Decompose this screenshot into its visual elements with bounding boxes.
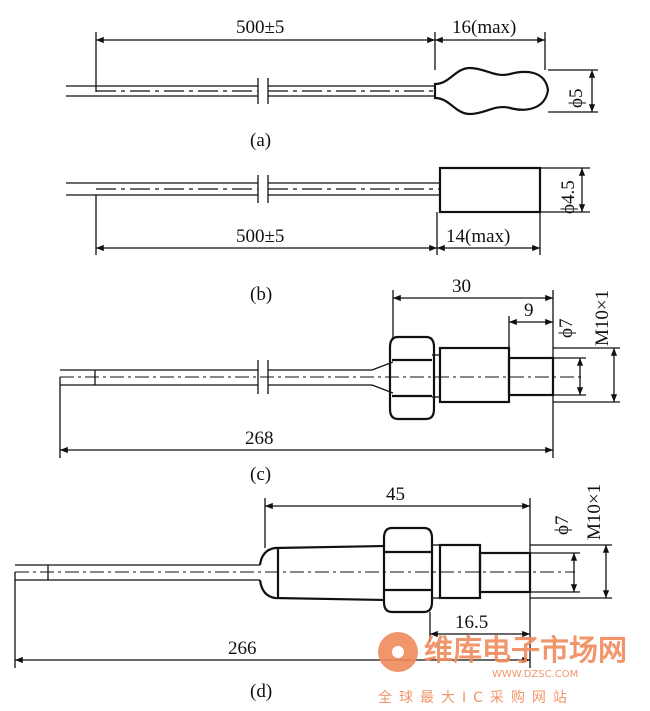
fitting-dim: 30 <box>452 276 471 297</box>
overall-dim: 266 <box>228 638 257 659</box>
tip-dim: 9 <box>524 300 534 321</box>
figure-label: (b) <box>250 284 272 305</box>
watermark-url: WWW.DZSC.COM <box>492 669 578 680</box>
diameter-label: ϕ4.5 <box>558 180 579 214</box>
diameter-label: ϕ7 <box>552 515 573 535</box>
overall-dim: 268 <box>245 428 274 449</box>
bulb-head <box>433 66 550 116</box>
hex-nut <box>388 335 436 421</box>
thread-label: M10×1 <box>592 290 613 346</box>
figure-d: 45 ϕ7 M10×1 16.5 266 (d) <box>14 484 612 702</box>
fitting-dim: 45 <box>386 484 405 505</box>
diameter-label: ϕ7 <box>556 318 577 338</box>
head-dim: 14(max) <box>446 226 510 247</box>
probe-sheath <box>258 544 386 602</box>
figure-label: (a) <box>250 130 271 151</box>
length-dim: 500±5 <box>236 17 284 38</box>
hex-nut <box>382 526 434 614</box>
watermark-slogan: 全球最大IC采购网站 <box>378 689 574 706</box>
length-dim: 500±5 <box>236 226 284 247</box>
figure-label: (d) <box>250 681 272 702</box>
head-dim: 16(max) <box>452 17 516 38</box>
rectangular-head <box>438 166 542 214</box>
diameter-label: ϕ5 <box>566 88 587 108</box>
figure-a: 500±5 16(max) ϕ5 (a) <box>66 17 598 151</box>
watermark-name: 维库电子市场网 <box>424 633 627 667</box>
thread-label: M10×1 <box>584 484 605 540</box>
figure-c: 30 9 ϕ7 M10×1 268 (c) <box>59 276 620 485</box>
watermark: 维库电子市场网 WWW.DZSC.COM 全球最大IC采购网站 <box>378 632 627 706</box>
tip-dim: 16.5 <box>455 612 488 633</box>
probe-tip <box>478 551 532 594</box>
figure-label: (c) <box>250 464 271 485</box>
threaded-body <box>438 346 511 404</box>
figure-b: ϕ4.5 500±5 14(max) (b) <box>66 166 590 305</box>
